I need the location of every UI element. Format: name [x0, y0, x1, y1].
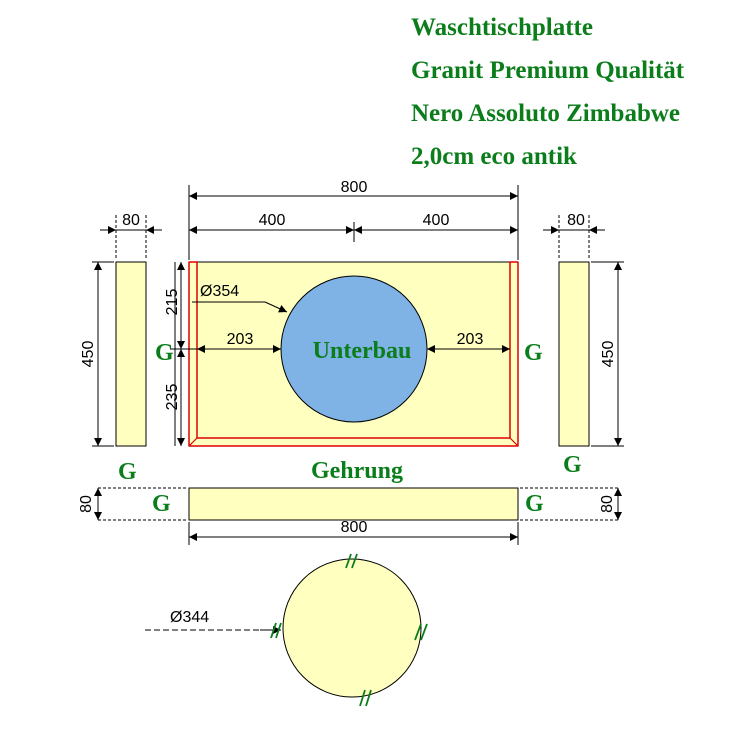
dimension-top-halves — [189, 222, 518, 242]
header-stone: Nero Assoluto Zimbabwe — [411, 100, 680, 127]
dim-top-total-label: 800 — [341, 179, 368, 196]
strip-width-label: 800 — [341, 519, 368, 536]
undermount-label: Unterbau — [313, 338, 412, 364]
left-side-height-label: 450 — [80, 341, 97, 368]
miter-label: Gehrung — [311, 458, 403, 484]
sink-disc — [282, 558, 422, 698]
g-main-right: G — [524, 340, 543, 366]
disc-diameter-label: Ø344 — [170, 609, 209, 626]
front-strip — [94, 487, 622, 545]
hole-right-offset-label: 203 — [457, 331, 484, 348]
g-side-left: G — [118, 459, 137, 485]
strip-height-left-label: 80 — [78, 495, 95, 513]
right-side-width-label: 80 — [567, 212, 585, 229]
dim-right-half-label: 400 — [423, 212, 450, 229]
g-main-left: G — [155, 340, 174, 366]
left-side-panel — [92, 215, 162, 447]
hole-diameter-label: Ø354 — [200, 283, 239, 300]
header-thickness: 2,0cm eco antik — [411, 143, 577, 170]
strip-height-right-label: 80 — [599, 495, 616, 513]
hole-diameter-leader — [192, 301, 288, 313]
disc-marks — [270, 553, 428, 707]
header-title: Waschtischplatte — [411, 14, 593, 41]
miter-edge-inner — [189, 261, 518, 439]
header-quality: Granit Premium Qualität — [411, 57, 685, 84]
dimension-hole-vertical — [170, 262, 200, 446]
dim-left-half-label: 400 — [259, 212, 286, 229]
g-strip-right: G — [525, 491, 544, 517]
right-side-panel — [543, 215, 624, 447]
left-side-width-label: 80 — [122, 212, 140, 229]
hole-left-offset-label: 203 — [227, 331, 254, 348]
dimension-top-total — [188, 185, 519, 260]
header: Waschtischplatte Granit Premium Qualität… — [411, 14, 685, 170]
g-side-right: G — [563, 452, 582, 478]
hole-bottom-offset-label: 235 — [164, 384, 181, 411]
hole-top-offset-label: 215 — [164, 289, 181, 316]
g-strip-left: G — [152, 491, 171, 517]
right-side-height-label: 450 — [600, 341, 617, 368]
